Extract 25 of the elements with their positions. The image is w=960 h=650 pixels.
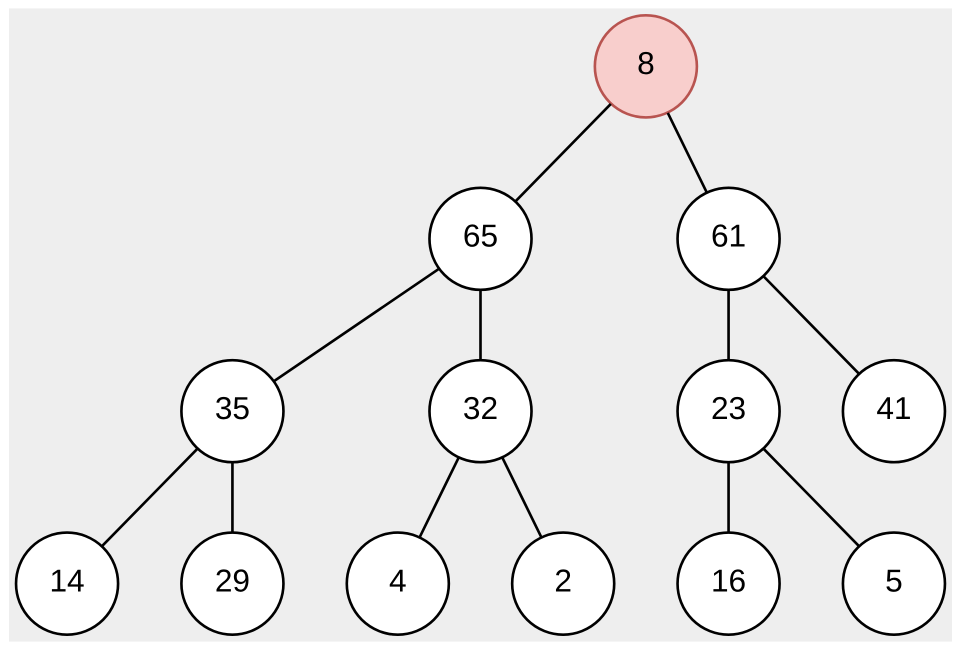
node-circle: 14 xyxy=(14,531,119,636)
node-circle: 8 xyxy=(593,14,698,119)
connector xyxy=(500,457,542,538)
node-circle: 41 xyxy=(841,358,946,464)
node-circle: 4 xyxy=(344,531,450,636)
connector xyxy=(762,448,860,548)
node-circle: 16 xyxy=(676,531,780,636)
connector xyxy=(514,103,612,202)
node-circle: 61 xyxy=(676,186,780,292)
connector xyxy=(230,462,234,532)
node-circle: 23 xyxy=(676,358,780,464)
connector xyxy=(418,457,460,538)
node-circle: 65 xyxy=(428,186,532,292)
node-circle: 35 xyxy=(180,358,284,464)
connector xyxy=(726,462,730,532)
node-circle: 29 xyxy=(180,531,284,636)
node-circle: 32 xyxy=(428,358,532,464)
connector xyxy=(726,290,730,360)
connector xyxy=(762,275,860,375)
connector xyxy=(100,448,198,548)
connector xyxy=(272,268,440,382)
connector xyxy=(478,290,482,360)
node-circle: 2 xyxy=(510,531,616,636)
node-circle: 5 xyxy=(841,531,946,636)
connector xyxy=(666,112,708,194)
